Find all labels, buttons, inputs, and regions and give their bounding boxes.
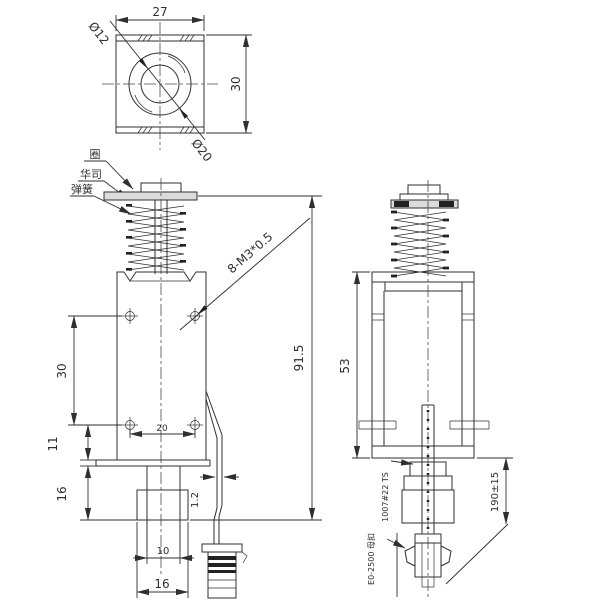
side-view-geometry <box>352 180 513 600</box>
dim-frame-height: 53 <box>338 358 352 373</box>
dim-tab-thickness: 1.2 <box>190 492 201 508</box>
wire-spec-label: 1007#22 TS <box>381 472 390 522</box>
spring-wire-sections-side <box>391 210 449 278</box>
dim-hole-spacing-h: 20 <box>156 424 168 434</box>
dim-width-27: 27 <box>152 5 167 19</box>
mounting-holes <box>122 308 203 433</box>
dim-overall-height: 91.5 <box>292 345 306 372</box>
dim-hole-spacing-v: 30 <box>55 363 69 378</box>
part-label-leaders <box>70 160 134 215</box>
part-label-spring: 弹簧 <box>71 182 93 196</box>
spring-wire-sections <box>126 204 186 271</box>
label-boss-dia: Ø20 <box>189 136 215 164</box>
side-clamps <box>358 420 490 430</box>
dim-height-30: 30 <box>229 76 243 91</box>
dim-lead-length: 190±15 <box>490 472 501 512</box>
dim-tube-width: 10 <box>157 546 170 557</box>
dim-bush-height: 16 <box>55 486 69 501</box>
part-label-ring: 圈 <box>90 148 101 161</box>
dim-flange-offset: 11 <box>46 436 60 451</box>
label-hole-dia: Ø12 <box>86 19 112 47</box>
top-view-geometry <box>102 15 252 150</box>
connector-spec-label: E0-2500 母扣 <box>366 533 376 585</box>
part-label-washer: 华司 <box>80 167 102 181</box>
front-view-geometry <box>68 178 322 599</box>
hatch-marks <box>137 34 195 134</box>
dim-bush-width: 16 <box>154 577 169 591</box>
